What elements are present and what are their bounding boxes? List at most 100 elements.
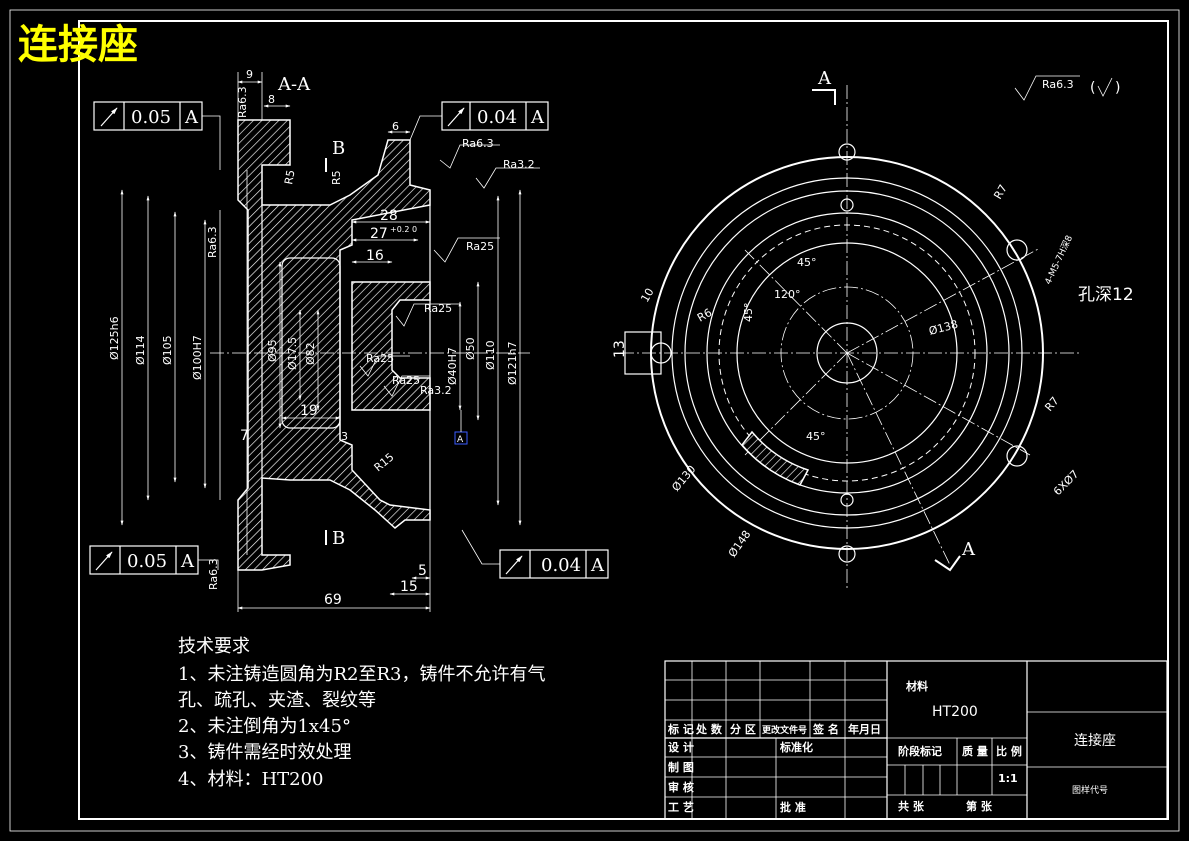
dim-15: 15 [400,579,418,595]
section-b-bottom: B [332,528,345,549]
dim-r5: R5 [282,169,297,186]
dim-phi130: Ø130 [669,463,698,494]
tb-count: 处 数 [695,722,723,736]
dim-r6: R6 [695,306,714,325]
inner-border [78,20,1169,820]
tb-drawing-no-label: 图样代号 [1072,784,1108,796]
title-block: 材料 HT200 连接座 图样代号 阶段标记 质 量 比 例 1:1 共 张 第… [664,660,1168,820]
ra-6-3-bottom: Ra6.3 [207,558,220,590]
note-line-2: 孔、疏孔、夹渣、裂纹等 [178,690,376,711]
dim-8: 8 [268,93,275,106]
tb-zone: 分 区 [730,722,756,736]
front-view: A A R7 R7 4-M5-7H深8 孔深12 45° 45° 45° 120… [612,68,1134,590]
note-line-1: 1、未注铸造圆角为R2至R3，铸件不允许有气 [178,664,545,685]
tb-material-value: HT200 [932,704,978,720]
dim-r5b: R5 [330,170,343,185]
tb-approve: 批 准 [780,800,806,814]
svg-text:(: ( [1090,80,1095,96]
ra-25-d: Ra25 [392,374,420,387]
svg-text:0.05: 0.05 [131,107,171,128]
hole-depth-note: 孔深12 [1078,285,1134,305]
dim-45-bottom: 45° [806,430,826,443]
dim-phi175: Ø17.5 [286,337,299,370]
dim-27: 27 [370,226,388,242]
cut-a-bottom: A [961,539,976,560]
svg-text:0.04: 0.04 [541,555,581,576]
ra-6-3-left: Ra6.3 [206,226,219,258]
note-line-3: 2、未注倒角为1x45° [178,716,351,737]
svg-text:A: A [590,555,605,576]
tb-scale-label: 比 例 [996,744,1022,758]
ra-3-2-right: Ra3.2 [503,158,535,171]
tb-designer: 设 计 [668,740,694,754]
notes-heading: 技术要求 [178,636,250,657]
section-view: A-A B B 9 8 6 R5 R5 28 27 +0.2 0 16 19 7… [108,68,540,612]
svg-text:0.04: 0.04 [477,107,517,128]
section-bore [281,257,341,429]
dim-r15: R15 [372,450,397,474]
dim-phi100: Ø100H7 [191,335,204,380]
tb-standardize: 标准化 [779,740,813,754]
tb-change: 更改文件号 [762,724,807,736]
ra-6-3-global: Ra6.3 [1042,78,1074,91]
tb-date: 年月日 [848,722,881,736]
dim-19: 19 [300,403,318,419]
dim-phi50: Ø50 [464,337,477,360]
dim-45-top: 45° [797,256,817,269]
drawing-title: 连接座 [18,22,138,68]
note-line-4: 3、铸件需经时效处理 [178,742,351,763]
dim-phi110: Ø110 [484,340,497,370]
dim-27-tol: +0.2 0 [390,225,417,234]
dim-69: 69 [324,592,342,608]
dim-28: 28 [380,208,398,224]
dim-7: 7 [240,428,249,444]
tb-scale-value: 1:1 [998,772,1018,785]
cut-a-top: A [817,68,832,89]
dim-6x7: 6XØ7 [1051,468,1082,499]
ra-6-3-right: Ra6.3 [462,137,494,150]
tb-part-name: 连接座 [1074,732,1116,749]
dim-10: 10 [638,286,656,305]
tb-reviewer: 审 核 [668,780,694,794]
section-hatch-inner [351,281,431,411]
dim-phi105: Ø105 [161,335,174,365]
outer-border [9,9,1180,832]
tolerance-frame-1: 0.05 A [93,101,203,131]
tb-total-sheets: 共 张 [898,799,925,813]
technical-notes: 技术要求 1、未注铸造圆角为R2至R3，铸件不允许有气 孔、疏孔、夹渣、裂纹等 … [178,636,545,790]
section-hatch-upper [237,119,431,571]
svg-text:A: A [184,107,199,128]
dim-r7-top: R7 [991,182,1010,201]
svg-text:A: A [530,107,545,128]
dim-45-left: 45° [742,303,755,323]
ra-25-a: Ra25 [466,240,494,253]
section-label: A-A [277,74,311,95]
tb-stage-label: 阶段标记 [898,744,942,758]
dim-phi95: Ø95 [266,339,279,362]
dim-phi138: Ø138 [927,318,959,338]
tb-weight-label: 质 量 [962,744,988,758]
dim-phi114: Ø114 [134,335,147,365]
dim-r7-bottom: R7 [1042,394,1061,414]
svg-text:): ) [1115,80,1120,96]
ra-3-2-bore: Ra3.2 [420,384,452,397]
dim-thread: 4-M5-7H深8 [1043,233,1075,286]
dim-3: 3 [341,430,348,443]
tb-marks: 标 记 [667,722,694,736]
tb-drafter: 制 图 [668,760,694,774]
dim-5: 5 [418,563,427,579]
dim-13: 13 [612,340,628,358]
dim-phi125: Ø125h6 [108,316,121,360]
note-line-5: 4、材料：HT200 [178,769,324,790]
dim-16: 16 [366,248,384,264]
dim-phi82: Ø82 [304,342,317,365]
tb-process: 工 艺 [668,800,694,814]
dim-phi40: Ø40H7 [446,347,459,385]
dim-120: 120° [774,288,801,301]
dim-phi148: Ø148 [726,528,754,560]
ra-25-b: Ra25 [424,302,452,315]
tolerance-frame-2: 0.04 A [441,101,549,131]
dim-9: 9 [246,68,253,81]
dim-phi121: Ø121h7 [506,341,519,385]
